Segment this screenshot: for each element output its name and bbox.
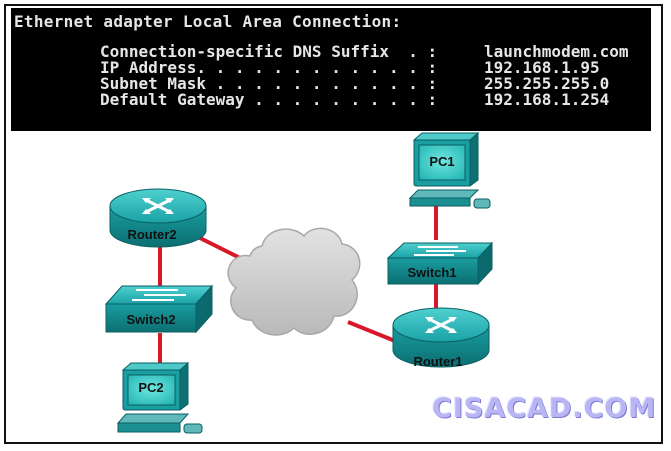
switch1-label: Switch1 bbox=[407, 265, 456, 280]
router2-label: Router2 bbox=[127, 227, 176, 242]
switch2-icon bbox=[104, 284, 214, 334]
router1-icon bbox=[392, 307, 490, 368]
console-key: IP Address. . . . . . . . . . . . : bbox=[100, 58, 438, 77]
router2-icon bbox=[109, 188, 207, 248]
console-title: Ethernet adapter Local Area Connection: bbox=[14, 12, 402, 31]
wan-cloud-icon bbox=[227, 227, 361, 336]
link-lines bbox=[158, 205, 438, 366]
console-key: Subnet Mask . . . . . . . . . . . : bbox=[100, 74, 438, 93]
console-value: 192.168.1.254 bbox=[484, 90, 610, 109]
watermark: CISACAD.COM bbox=[432, 393, 657, 424]
switch2-label: Switch2 bbox=[126, 312, 175, 327]
console-rows: Connection-specific DNS Suffix . : launc… bbox=[14, 44, 651, 108]
console-row-ip-address: IP Address. . . . . . . . . . . . : 192.… bbox=[100, 60, 651, 76]
console-row-subnet-mask: Subnet Mask . . . . . . . . . . . : 255.… bbox=[100, 76, 651, 92]
pc2-icon bbox=[116, 361, 203, 434]
console-value: 192.168.1.95 bbox=[484, 58, 600, 77]
link-router2-cloud bbox=[195, 234, 241, 260]
console-row-default-gateway: Default Gateway . . . . . . . . . : 192.… bbox=[100, 92, 651, 108]
console-row-dns-suffix: Connection-specific DNS Suffix . : launc… bbox=[100, 44, 651, 60]
switch1-icon bbox=[386, 241, 494, 286]
console-output: Ethernet adapter Local Area Connection: … bbox=[11, 8, 651, 131]
router1-label: Router1 bbox=[413, 354, 462, 369]
pc1-label: PC1 bbox=[429, 154, 454, 169]
pc1-icon bbox=[408, 131, 491, 209]
console-key: Default Gateway . . . . . . . . . : bbox=[100, 90, 438, 109]
console-key: Connection-specific DNS Suffix . : bbox=[100, 42, 438, 61]
console-value: 255.255.255.0 bbox=[484, 74, 610, 93]
pc2-label: PC2 bbox=[138, 380, 163, 395]
console-value: launchmodem.com bbox=[484, 42, 629, 61]
